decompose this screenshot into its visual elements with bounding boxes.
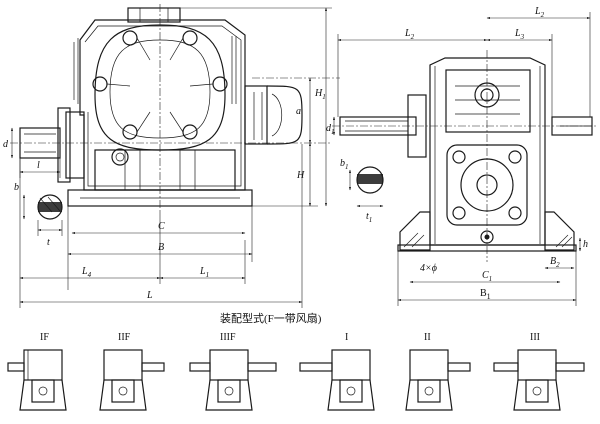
svg-text:IF: IF	[40, 332, 49, 343]
side-key-section	[356, 166, 384, 194]
dim-C1-label: C1	[482, 270, 492, 283]
dim-L2-top-label: L2	[534, 6, 545, 19]
side-dimensions	[332, 12, 591, 306]
assembly-IF: IF	[7, 332, 67, 411]
dim-H-label: H	[296, 170, 305, 181]
dim-L3-label: L3	[514, 28, 525, 41]
fan-housing	[244, 85, 303, 145]
dim-C-label: C	[158, 221, 165, 232]
svg-text:III: III	[530, 332, 540, 343]
front-dimensions	[10, 7, 332, 308]
input-shaft	[19, 107, 85, 183]
dim-L2-label: L2	[404, 28, 415, 41]
assembly-caption: 装配型式(F一带风扇)	[220, 311, 322, 325]
dim-B-label: B	[158, 242, 164, 253]
svg-text:II: II	[424, 332, 431, 343]
dim-a-label: a	[296, 106, 301, 117]
dim-h-label: h	[583, 239, 588, 250]
assembly-III: III	[493, 332, 585, 411]
svg-text:IIF: IIF	[118, 332, 131, 343]
dim-t1-label: t1	[366, 211, 372, 224]
assembly-I: I	[299, 332, 375, 411]
key-section	[37, 194, 63, 220]
dim-t-label: t	[47, 237, 50, 248]
dim-b1-label: b1	[340, 158, 349, 171]
assembly-types: IF IIF IIIF I	[7, 332, 585, 411]
assembly-II: II	[405, 332, 471, 411]
dim-B2-label: B2	[550, 256, 560, 269]
dim-L-label: L	[146, 290, 153, 301]
dim-L4-label: L4	[81, 266, 92, 279]
side-housing	[429, 57, 546, 246]
dim-holes-label: 4×ϕ	[420, 263, 437, 274]
assembly-IIIF: IIIF	[189, 332, 277, 411]
dim-d1-label: d1	[326, 123, 335, 136]
dim-L1-label: L1	[199, 266, 209, 279]
gearbox-housing	[67, 7, 253, 207]
svg-text:I: I	[345, 332, 348, 343]
dim-B1-label: B1	[480, 288, 491, 301]
dim-l-label: l	[37, 160, 40, 171]
dim-b-label: b	[14, 182, 19, 193]
dim-d-label: d	[3, 139, 9, 150]
dim-H1-label: H1	[314, 88, 326, 101]
side-view: L2 L2 L3 d1 b1 t1 h 4×ϕ B2 C1 B1	[326, 6, 596, 306]
front-view: d l b t C B L4 L1 L a H H1	[3, 4, 340, 308]
svg-text:IIIF: IIIF	[220, 332, 236, 343]
assembly-IIF: IIF	[99, 332, 165, 411]
